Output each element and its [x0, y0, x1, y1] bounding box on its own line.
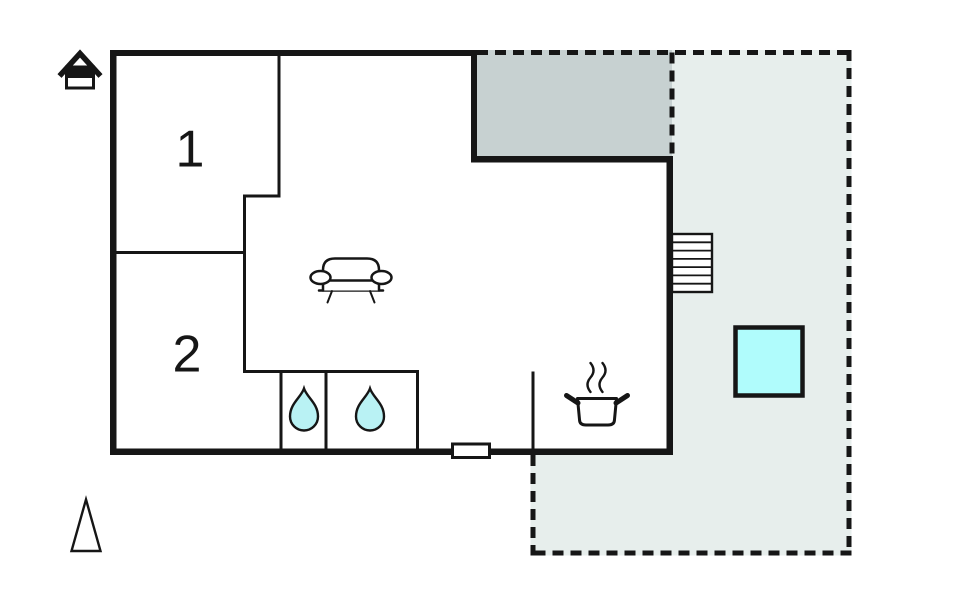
cooking-pot-icon	[564, 361, 630, 427]
steam-line	[598, 361, 607, 394]
partition-bath-middle	[324, 370, 328, 450]
partition-jog	[243, 194, 281, 198]
terrace-floor	[477, 50, 852, 556]
wall-left	[110, 50, 117, 455]
partition-room1-right	[277, 56, 281, 198]
water-drop-icon	[288, 384, 320, 432]
partition-bath-left	[279, 370, 283, 450]
sofa-icon	[309, 257, 393, 304]
house-icon	[57, 49, 103, 90]
wall-step-vertical	[471, 50, 477, 162]
north-arrow-icon	[69, 495, 103, 553]
wall-step-horizontal	[471, 156, 673, 163]
partition-room1-room2	[116, 251, 246, 254]
partition-bath-right	[416, 370, 419, 450]
pool-icon	[733, 325, 805, 398]
pot-handle-left	[564, 393, 581, 406]
partition-bath-top	[243, 370, 419, 373]
room2-label: 2	[173, 326, 202, 384]
wall-bottom	[110, 448, 673, 455]
stairs-icon	[670, 232, 714, 294]
wall-right	[666, 156, 673, 455]
walls	[110, 50, 673, 461]
water-drop-icon	[354, 384, 386, 432]
covered-terrace-floor	[477, 50, 672, 157]
room1-label: 1	[176, 121, 205, 179]
window-marker	[451, 442, 491, 459]
steam-line	[586, 361, 595, 394]
partition-room2-right	[243, 194, 246, 373]
house-interior	[113, 53, 670, 452]
pot-body	[576, 397, 618, 427]
stairs-treads	[672, 241, 712, 285]
terrace-boundary	[477, 50, 852, 556]
partition-kitchen	[531, 371, 535, 461]
wall-top	[110, 50, 477, 56]
stairs-outline	[670, 232, 714, 294]
pot-handle-right	[613, 393, 630, 406]
